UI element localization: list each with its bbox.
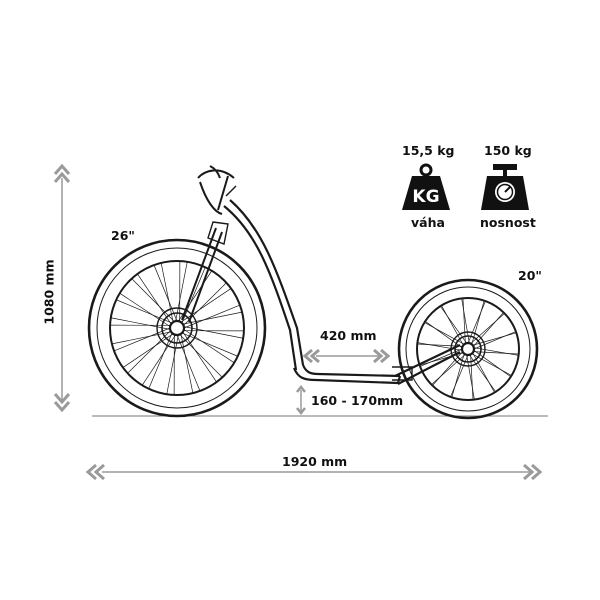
- spoke: [116, 299, 173, 324]
- spoke: [175, 261, 188, 322]
- spoke: [182, 331, 217, 383]
- spoke: [160, 262, 174, 323]
- spoke: [179, 334, 223, 378]
- spoke: [122, 333, 174, 368]
- load-caption: nosnost: [480, 215, 536, 230]
- spoke: [110, 317, 171, 330]
- rear-brake-disc: [450, 331, 486, 367]
- spoke: [180, 288, 232, 323]
- spoke: [131, 278, 175, 322]
- spoke: [141, 334, 176, 386]
- deck-length-arrow: [302, 348, 391, 364]
- deck-height-arrow: [296, 384, 306, 416]
- front-brake-disc: [156, 307, 198, 349]
- spoke: [180, 333, 194, 394]
- spoke: [119, 292, 171, 327]
- spoke: [113, 327, 171, 352]
- length-label: 1920 mm: [282, 454, 348, 469]
- deck-height-label: 160 - 170mm: [311, 393, 404, 408]
- spoke: [137, 273, 172, 325]
- spoke: [127, 330, 171, 374]
- frame: [223, 199, 461, 385]
- height-label: 1080 mm: [41, 259, 57, 325]
- weight-caption: váha: [411, 215, 445, 230]
- spoke: [183, 326, 244, 339]
- front-wheel-size: 26": [111, 228, 135, 243]
- rear-wheel-size: 20": [518, 268, 542, 283]
- spoke: [148, 332, 173, 389]
- spoke: [166, 334, 179, 395]
- fork: [181, 221, 229, 323]
- spoke: [183, 329, 235, 364]
- spoke: [181, 267, 206, 324]
- spoke: [182, 311, 243, 325]
- handlebar: [197, 165, 237, 215]
- height-dimension-arrow: [53, 163, 71, 413]
- spoke: [153, 264, 178, 322]
- spoke: [183, 304, 241, 329]
- svg-text:KG: KG: [412, 187, 439, 207]
- length-dimension-arrow: [85, 463, 543, 481]
- weight-value: 15,5 kg: [402, 143, 455, 158]
- spoke: [176, 334, 201, 392]
- load-value: 150 kg: [484, 143, 532, 158]
- kg-weight-icon: KG: [402, 163, 450, 210]
- spoke: [111, 331, 172, 345]
- front-wheel: [87, 238, 267, 418]
- deck-length-label: 420 mm: [320, 328, 377, 343]
- scale-icon: [481, 164, 529, 210]
- spoke: [181, 332, 238, 357]
- rear-wheel: [397, 278, 539, 420]
